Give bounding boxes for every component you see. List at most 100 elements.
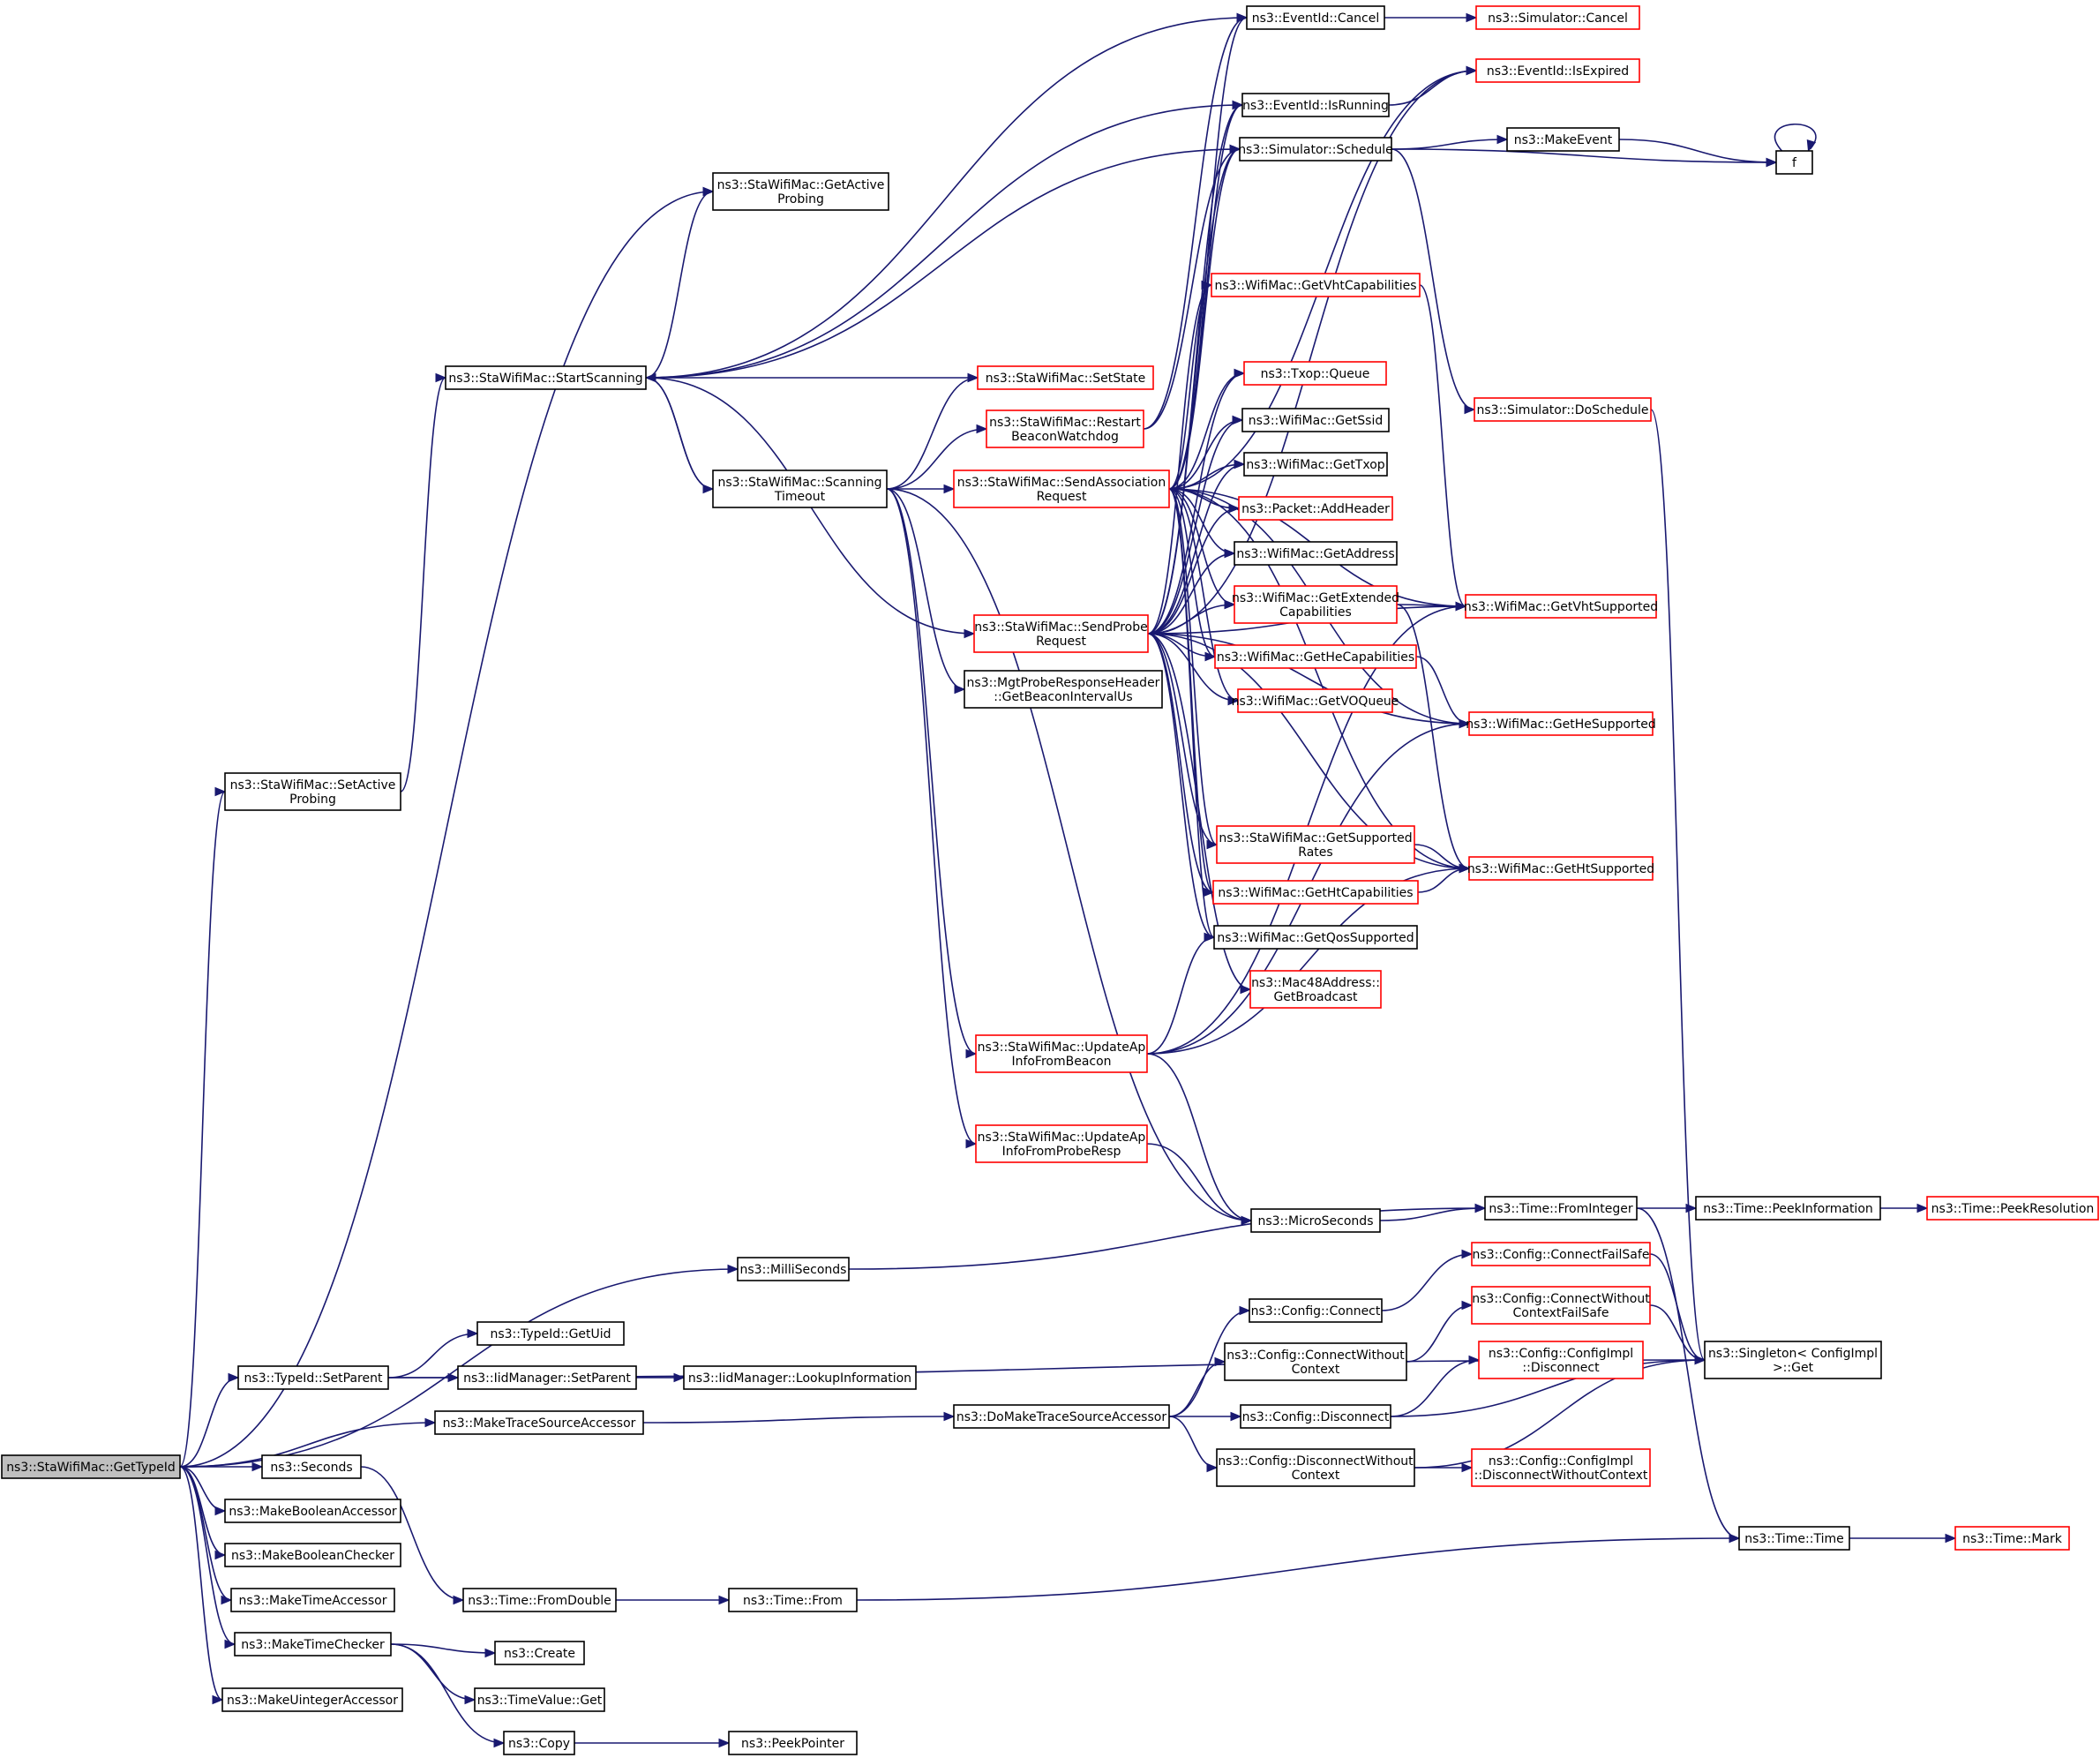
function-node-connectfailsafe[interactable]: ns3::Config::ConnectFailSafe: [1471, 1242, 1651, 1266]
function-node-label: ns3::MakeBooleanAccessor: [229, 1505, 397, 1519]
function-node-f[interactable]: f: [1775, 150, 1813, 175]
function-node-addheader[interactable]: ns3::Packet::AddHeader: [1238, 496, 1393, 521]
function-node-box: [964, 670, 1163, 709]
function-node-queue[interactable]: ns3::Txop::Queue: [1243, 361, 1387, 386]
function-node-simcancel[interactable]: ns3::Simulator::Cancel: [1475, 5, 1640, 30]
call-edge-line: [1147, 633, 1470, 725]
function-node-box: [1484, 1196, 1638, 1221]
call-edge-line: [645, 377, 714, 490]
function-node-gethecap[interactable]: ns3::WifiMac::GetHeCapabilities: [1214, 644, 1417, 669]
function-node-label: ns3::MgtProbeResponseHeader: [967, 676, 1160, 690]
function-node-setparent[interactable]: ns3::TypeId::SetParent: [237, 1365, 389, 1390]
function-node-maketimeacc[interactable]: ns3::MakeTimeAccessor: [230, 1588, 395, 1612]
call-edge: [1417, 863, 1471, 893]
function-node-label: ns3::Seconds: [270, 1461, 352, 1475]
function-node-label: ns3::MakeEvent: [1514, 133, 1613, 147]
function-node-copy[interactable]: ns3::Copy: [503, 1731, 575, 1755]
call-edge-line: [1147, 633, 1239, 702]
function-node-connectwocfs[interactable]: ns3::Config::ConnectWithoutContextFailSa…: [1471, 1286, 1651, 1325]
function-node-cfgdisconnect[interactable]: ns3::Config::ConfigImpl::Disconnect: [1478, 1341, 1644, 1379]
function-node-gettypeid: ns3::StaWifiMac::GetTypeId: [1, 1454, 181, 1479]
function-node-getssid[interactable]: ns3::WifiMac::GetSsid: [1241, 408, 1390, 432]
function-node-box: [1241, 93, 1390, 117]
function-node-disconnectwoc[interactable]: ns3::Config::DisconnectWithoutContext: [1216, 1448, 1415, 1487]
call-edge-arrowhead: [1206, 839, 1219, 850]
function-node-getbeaconinterval[interactable]: ns3::MgtProbeResponseHeader::GetBeaconIn…: [964, 670, 1163, 709]
function-node-updateprobe[interactable]: ns3::StaWifiMac::UpdateApInfoFromProbeRe…: [975, 1124, 1148, 1163]
function-node-maketracesrc[interactable]: ns3::MakeTraceSourceAccessor: [434, 1410, 644, 1435]
function-node-maketimechk[interactable]: ns3::MakeTimeChecker: [234, 1632, 392, 1657]
call-edge-arrowhead: [435, 372, 447, 383]
function-node-getqos[interactable]: ns3::WifiMac::GetQosSupported: [1213, 925, 1418, 950]
function-node-gettxop[interactable]: ns3::WifiMac::GetTxop: [1243, 452, 1388, 477]
function-node-doschedule[interactable]: ns3::Simulator::DoSchedule: [1474, 397, 1652, 422]
function-node-frominteger[interactable]: ns3::Time::FromInteger: [1484, 1196, 1638, 1221]
function-node-broadcast[interactable]: ns3::Mac48Address::GetBroadcast: [1249, 970, 1382, 1009]
function-node-microseconds[interactable]: ns3::MicroSeconds: [1250, 1208, 1381, 1233]
function-node-label: ns3::Simulator::Cancel: [1488, 11, 1628, 26]
function-node-gethesup[interactable]: ns3::WifiMac::GetHeSupported: [1466, 711, 1656, 736]
call-edge-line: [1147, 419, 1243, 635]
function-node-getvhtsup[interactable]: ns3::WifiMac::GetVhtSupported: [1464, 594, 1658, 619]
function-node-gethtcap[interactable]: ns3::WifiMac::GetHtCapabilities: [1212, 880, 1419, 905]
function-node-getvoqueue[interactable]: ns3::WifiMac::GetVOQueue: [1232, 688, 1399, 713]
function-node-gethtsup[interactable]: ns3::WifiMac::GetHtSupported: [1467, 856, 1654, 881]
function-node-label: >::Get: [1773, 1361, 1814, 1375]
function-node-seconds[interactable]: ns3::Seconds: [261, 1454, 362, 1479]
function-node-lookupinfo[interactable]: ns3::IidManager::LookupInformation: [683, 1365, 917, 1390]
function-node-fromdouble[interactable]: ns3::Time::FromDouble: [462, 1588, 617, 1612]
call-edge-arrowhead: [221, 1595, 233, 1605]
function-node-cfgdisconnectwoc[interactable]: ns3::Config::ConfigImpl::DisconnectWitho…: [1471, 1448, 1651, 1487]
function-node-isrunning[interactable]: ns3::EventId::IsRunning: [1241, 93, 1390, 117]
function-node-create[interactable]: ns3::Create: [494, 1641, 585, 1665]
function-node-makeuintacc[interactable]: ns3::MakeUintegerAccessor: [221, 1687, 403, 1712]
call-edge-line: [645, 17, 1248, 379]
call-edge-line: [1147, 372, 1245, 635]
function-node-makeboolacc[interactable]: ns3::MakeBooleanAccessor: [224, 1499, 401, 1523]
function-node-peekres[interactable]: ns3::Time::PeekResolution: [1926, 1196, 2099, 1221]
function-node-timefrom[interactable]: ns3::Time::From: [728, 1588, 858, 1612]
function-node-domaketracesrc[interactable]: ns3::DoMakeTraceSourceAccessor: [953, 1404, 1170, 1429]
function-node-milliseconds[interactable]: ns3::MilliSeconds: [737, 1257, 850, 1281]
call-edge-line: [886, 488, 977, 1055]
function-node-singleton[interactable]: ns3::Singleton< ConfigImpl >::Get: [1704, 1341, 1882, 1379]
function-node-timevalueget[interactable]: ns3::TimeValue::Get: [474, 1687, 605, 1712]
call-edge: [856, 1533, 1741, 1601]
function-node-startscanning[interactable]: ns3::StaWifiMac::StartScanning: [445, 365, 647, 390]
function-node-getaddress[interactable]: ns3::WifiMac::GetAddress: [1234, 541, 1398, 566]
call-edge: [1649, 1304, 1706, 1365]
function-node-eventcancel[interactable]: ns3::EventId::Cancel: [1246, 5, 1385, 30]
function-node-setstate[interactable]: ns3::StaWifiMac::SetState: [977, 365, 1154, 390]
function-node-isexpired[interactable]: ns3::EventId::IsExpired: [1475, 58, 1640, 83]
function-node-gettypeuid[interactable]: ns3::TypeId::GetUid: [476, 1321, 625, 1346]
call-edge-line: [1143, 148, 1241, 430]
function-node-schedule[interactable]: ns3::Simulator::Schedule: [1238, 137, 1393, 162]
function-node-label: ns3::Config::Connect: [1251, 1304, 1381, 1318]
function-node-timemark[interactable]: ns3::Time::Mark: [1954, 1526, 2070, 1551]
function-node-connect[interactable]: ns3::Config::Connect: [1249, 1298, 1383, 1323]
function-node-makeboolchk[interactable]: ns3::MakeBooleanChecker: [224, 1543, 401, 1567]
function-node-iidsetparent[interactable]: ns3::IidManager::SetParent: [457, 1365, 637, 1390]
function-node-disconnect[interactable]: ns3::Config::Disconnect: [1240, 1404, 1391, 1429]
function-node-peekpointer[interactable]: ns3::PeekPointer: [728, 1731, 858, 1755]
function-node-peekinfo[interactable]: ns3::Time::PeekInformation: [1695, 1196, 1881, 1221]
call-edge-line: [1391, 139, 1508, 150]
function-node-timetime[interactable]: ns3::Time::Time: [1738, 1526, 1850, 1551]
function-node-getvhtcap[interactable]: ns3::WifiMac::GetVhtCapabilities: [1211, 273, 1421, 297]
function-node-box: [1224, 1342, 1407, 1381]
function-node-label: ns3::StaWifiMac::Restart: [989, 416, 1141, 430]
call-edge-line: [1147, 604, 1235, 635]
function-node-makeevent[interactable]: ns3::MakeEvent: [1506, 127, 1620, 152]
call-edge-arrowhead: [1461, 1249, 1474, 1259]
function-node-label: Capabilities: [1279, 605, 1352, 620]
